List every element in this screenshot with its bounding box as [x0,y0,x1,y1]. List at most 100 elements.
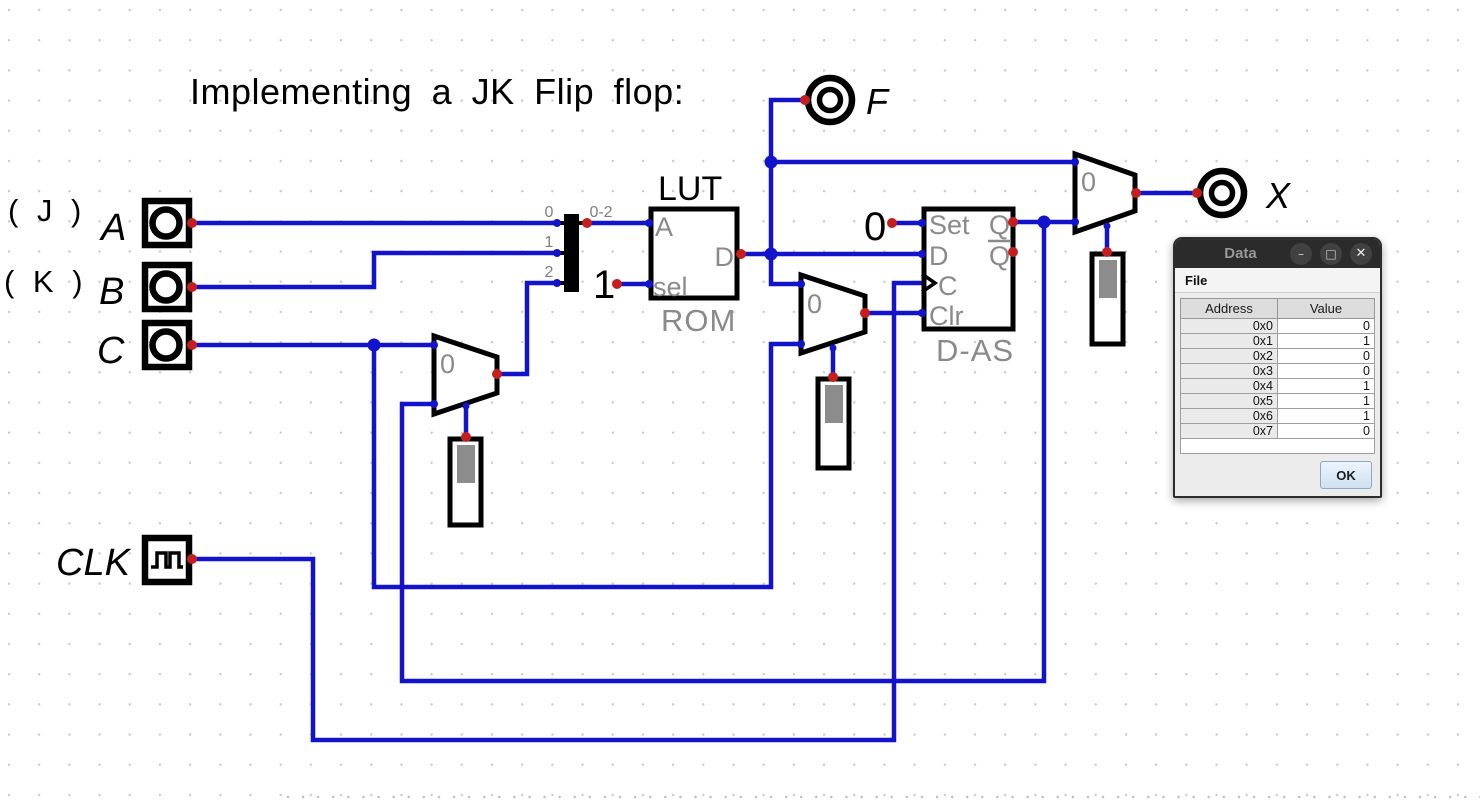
address-cell: 0x0 [1180,318,1278,334]
table-row: 0x4 1 [1180,378,1375,394]
rom-component[interactable]: A D sel [648,206,740,302]
constant-sel-value: 1 [593,263,615,307]
button-glyph [149,206,183,240]
column-header-address: Address [1180,298,1278,319]
wire-c-to-mux2 [371,341,804,590]
memory-table: Address Value 0x0 0 0x1 1 0x2 0 0x [1180,298,1375,454]
data-window-body: Address Value 0x0 0 0x1 1 0x2 0 0x [1175,293,1380,496]
input-button-b[interactable] [141,261,193,313]
minimize-button[interactable]: – [1290,242,1312,265]
mux3: 0 [1072,150,1138,236]
splitter: 0 1 2 0-2 [545,204,613,292]
clock-edge-triangle-icon [921,272,939,294]
address-cell: 0x5 [1180,393,1278,409]
mux3-switch[interactable] [1089,251,1126,347]
rom-subtitle: ROM [661,303,736,338]
ff-port-d: D [929,241,949,271]
wire-mux1-to-splitter-bit2 [494,280,560,377]
input-label-clk: CLK [56,542,132,584]
output-port-dots [187,95,1202,564]
switch-handle [457,445,475,483]
maximize-button[interactable]: □ [1320,242,1342,265]
table-row: 0x2 0 [1180,348,1375,364]
close-button[interactable]: ✕ [1350,242,1372,265]
table-row: 0x7 0 [1180,423,1375,439]
alias-k: ( K ) [4,264,88,299]
wire-d-branch-to-f-and-mux2 [768,97,808,287]
address-cell: 0x2 [1180,348,1278,364]
input-button-a[interactable] [141,197,193,249]
wire-junctions [367,155,1051,352]
mux1-switch[interactable] [447,436,484,528]
input-label-a: A [99,207,126,249]
filler-cell [1180,438,1375,454]
value-cell[interactable]: 1 [1277,378,1375,394]
ff-label: D-AS [936,333,1014,368]
value-cell[interactable]: 1 [1277,333,1375,349]
input-button-c[interactable] [141,319,193,371]
lut-title: LUT [658,170,722,208]
ff-port-clr: Clr [929,301,964,331]
wire-q-feedback-to-mux1 [399,219,1047,684]
switch-handle [825,385,843,423]
input-label-b: B [99,271,124,313]
component-port-dots [430,158,1111,410]
splitter-bit2-label: 2 [545,264,554,281]
note-title: Implementing a JK Flip flop: [190,71,684,112]
table-row: 0x5 1 [1180,393,1375,409]
data-window-menubar: File [1175,268,1380,293]
data-window-title: Data [1224,245,1257,262]
file-menu[interactable]: File [1185,272,1208,288]
canvas-edge-dots [283,794,1480,800]
alias-j: ( J ) [8,193,86,228]
wire-b-to-splitter [189,250,560,290]
rom-port-d: D [715,242,735,272]
input-label-c: C [97,330,125,372]
value-cell[interactable]: 0 [1277,318,1375,334]
table-row: 0x1 1 [1180,333,1375,349]
table-row: 0x6 1 [1180,408,1375,424]
table-row: 0x3 0 [1180,363,1375,379]
rom-port-sel: sel [653,272,688,302]
mux2: 0 [798,271,868,357]
constant-set-value: 0 [864,205,886,249]
ok-button[interactable]: OK [1320,461,1372,489]
splitter-bit1-label: 1 [545,234,554,251]
ff-port-q: Q [989,241,1010,271]
data-window: Data – □ ✕ File Address Value 0x0 0 0x1 … [1173,237,1382,498]
data-window-titlebar[interactable]: Data – □ ✕ [1175,239,1380,268]
address-cell: 0x7 [1180,423,1278,439]
value-cell[interactable]: 0 [1277,363,1375,379]
ff-port-set: Set [929,210,970,240]
mux1: 0 [431,332,500,418]
address-cell: 0x1 [1180,333,1278,349]
clock-component[interactable] [141,534,193,586]
table-row: 0x0 0 [1180,318,1375,334]
output-pin-x [1196,167,1248,219]
ff-port-qbar: Q [989,210,1010,240]
wire-clk-to-c [189,280,925,743]
output-label-x: X [1265,175,1292,216]
output-label-f: F [866,81,890,122]
mux3-select-value: 0 [1081,167,1096,197]
value-cell[interactable]: 0 [1277,348,1375,364]
switch-handle [1099,260,1117,298]
button-glyph [149,270,183,304]
value-cell[interactable]: 1 [1277,393,1375,409]
column-header-value: Value [1277,298,1375,319]
address-cell: 0x6 [1180,408,1278,424]
mux2-select-value: 0 [807,289,822,319]
mux2-switch[interactable] [815,376,852,471]
d-flipflop[interactable]: Set D C Clr Q Q [921,206,1016,332]
address-cell: 0x4 [1180,378,1278,394]
value-cell[interactable]: 1 [1277,408,1375,424]
splitter-bus-label: 0-2 [589,204,612,221]
value-cell[interactable]: 0 [1277,423,1375,439]
mux1-select-value: 0 [440,349,455,379]
splitter-bit0-label: 0 [545,204,554,221]
table-filler-row [1180,438,1375,454]
output-pin-f [804,74,856,126]
clock-waveform-icon [151,551,183,569]
